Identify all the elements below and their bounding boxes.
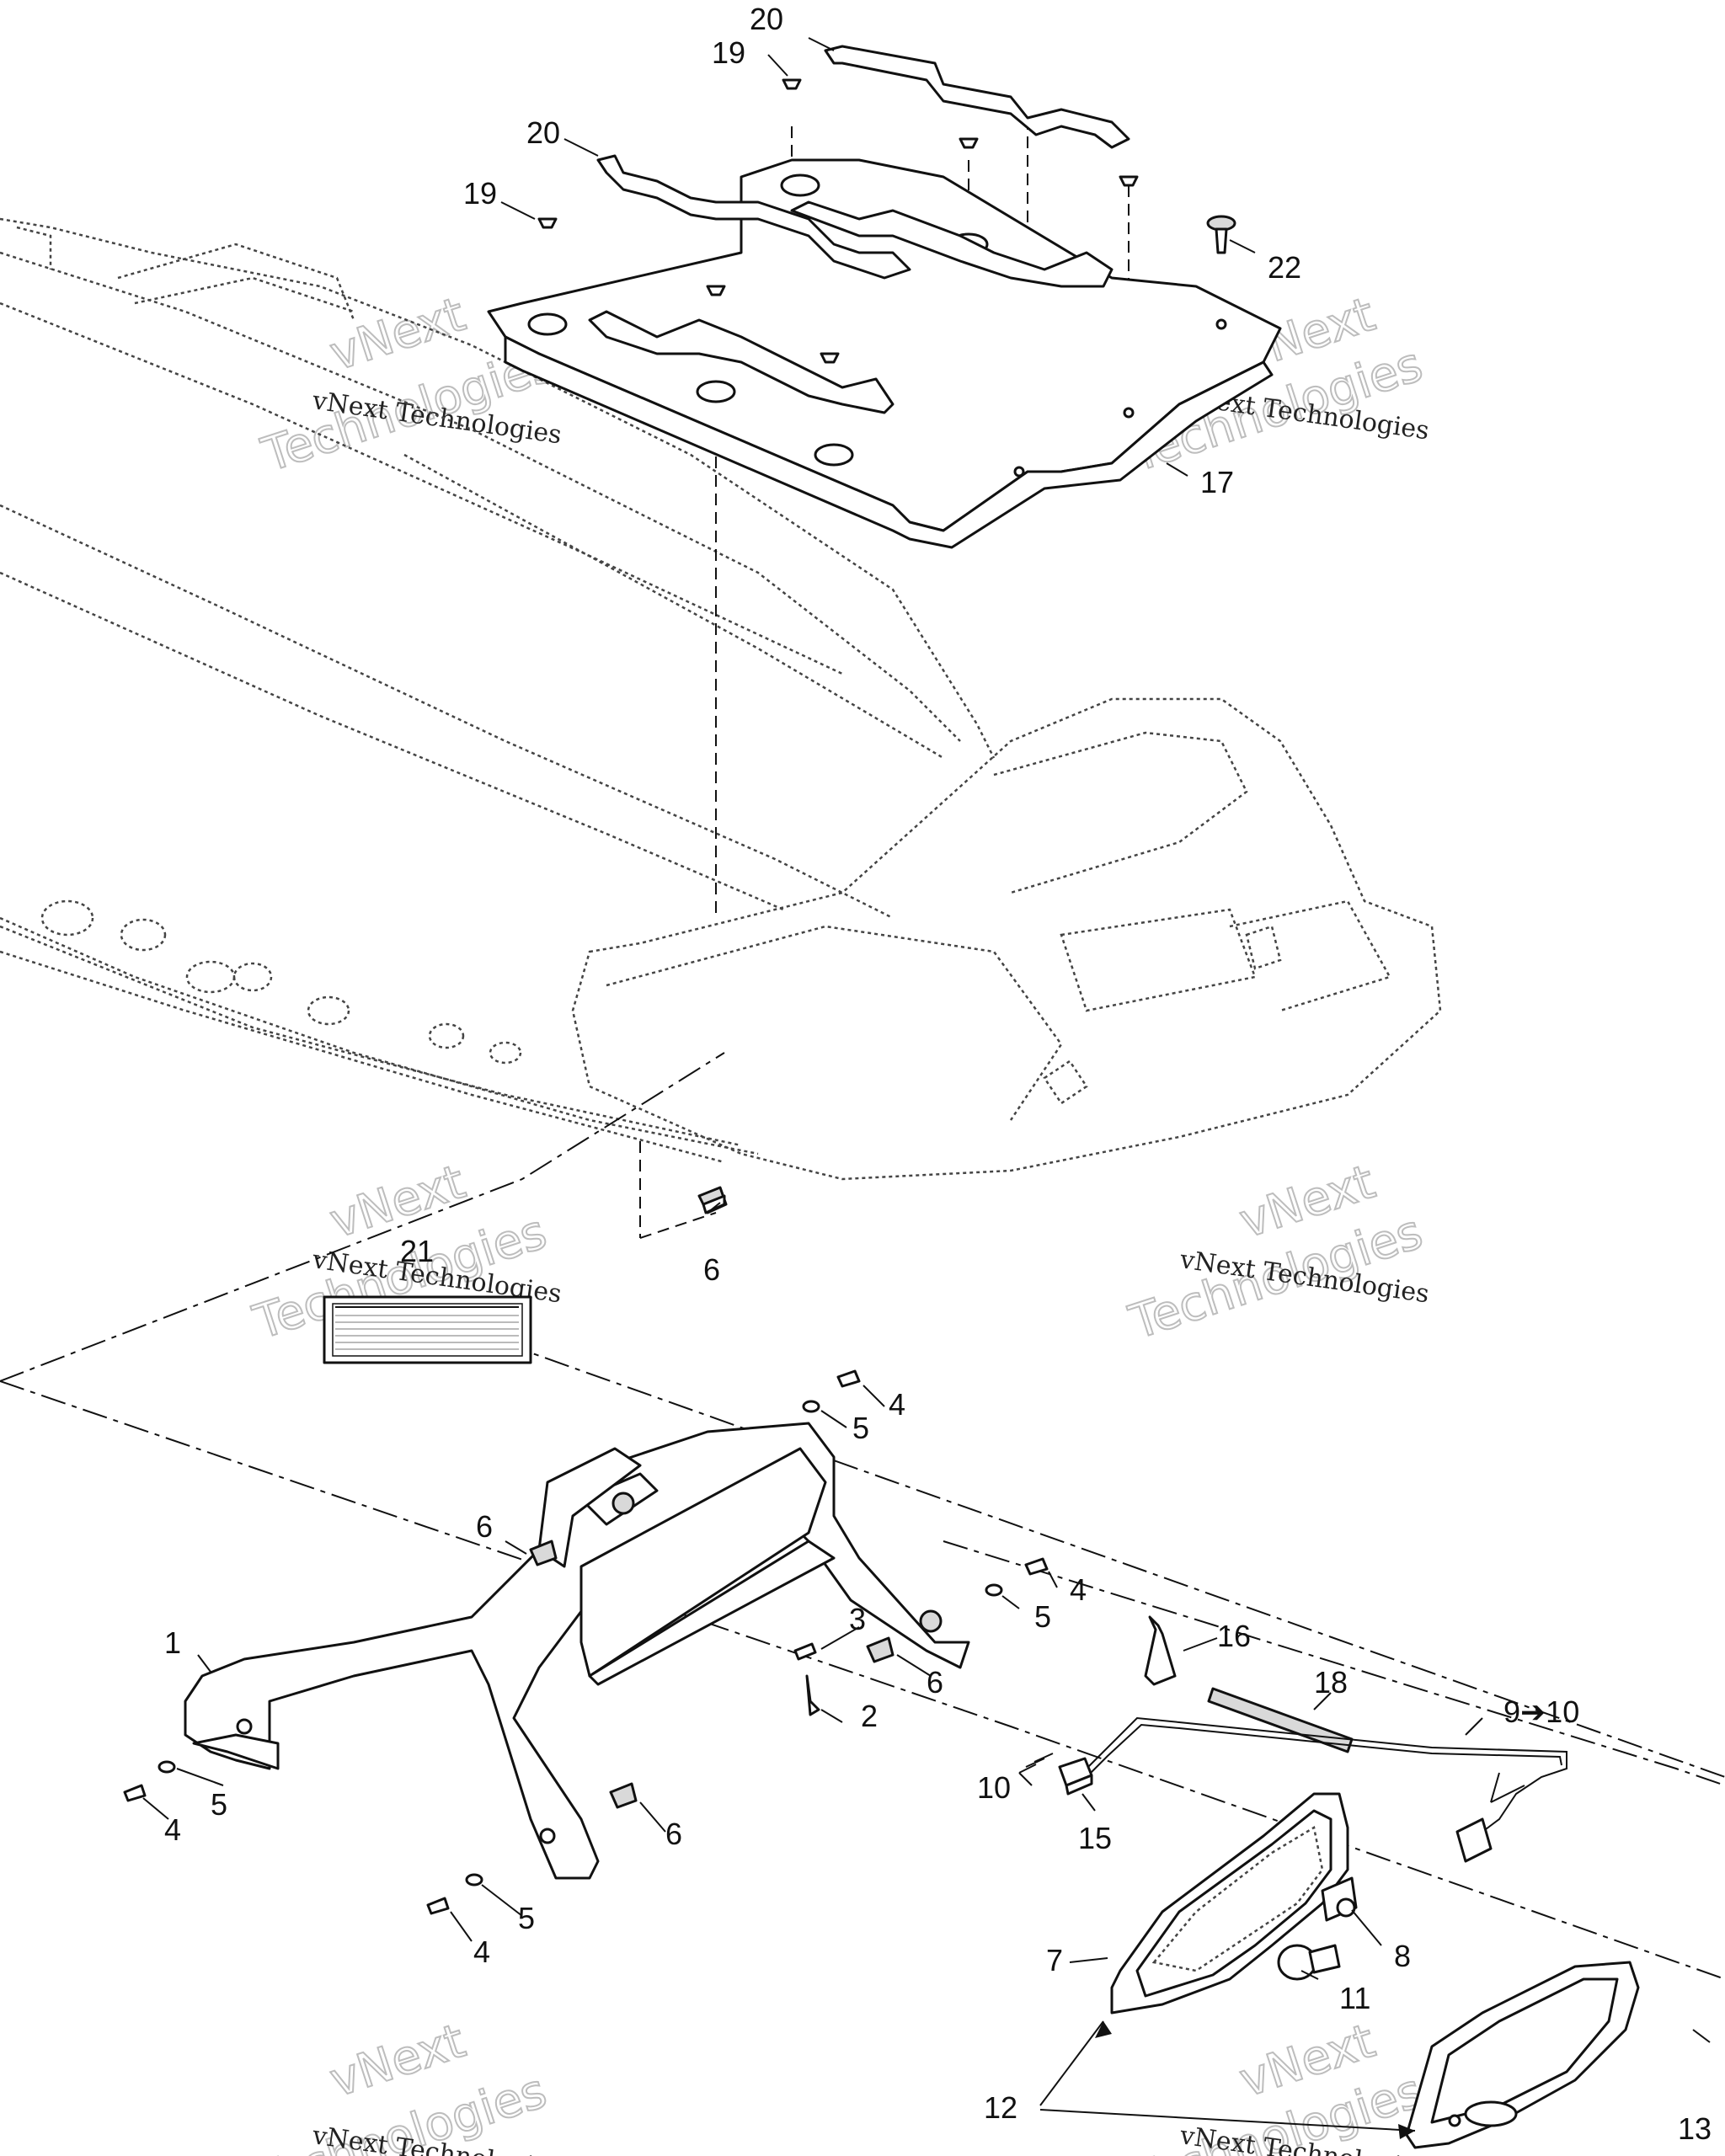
taillight-assembly	[1018, 1615, 1640, 2149]
callout-20-top: 20	[750, 2, 783, 36]
callout-7: 7	[1046, 1943, 1063, 1977]
callout-3: 3	[849, 1602, 866, 1636]
callout-8: 8	[1394, 1939, 1411, 1973]
rivet-6-upper	[697, 1186, 728, 1214]
screws-19	[537, 78, 1139, 364]
callout-17: 17	[1200, 465, 1234, 499]
callout-13: 13	[1678, 2111, 1712, 2146]
callout-6-right: 6	[927, 1665, 943, 1700]
callout-6-left: 6	[476, 1509, 493, 1544]
callout-22: 22	[1268, 250, 1301, 285]
callout-4-top: 4	[889, 1387, 905, 1422]
rear-bumper-handle	[184, 1422, 970, 1880]
screw-22	[1206, 215, 1236, 254]
callout-4-lower: 4	[473, 1935, 490, 1969]
callout-18: 18	[1314, 1665, 1348, 1700]
luggage-rack-plate	[487, 158, 1282, 549]
callout-4-left: 4	[164, 1812, 181, 1847]
callout-20-mid: 20	[526, 115, 560, 150]
callout-10: 10	[977, 1770, 1011, 1805]
callout-19-top: 19	[712, 35, 745, 70]
callout-15: 15	[1078, 1821, 1112, 1855]
callout-9-to-10: 9➔10	[1503, 1694, 1579, 1729]
callout-4-right: 4	[1070, 1572, 1087, 1607]
callout-11: 11	[1339, 1981, 1370, 2015]
small-hardware	[123, 1369, 1049, 1915]
callout-5-left: 5	[211, 1787, 227, 1822]
callout-21: 21	[400, 1234, 434, 1268]
callout-1: 1	[164, 1625, 181, 1660]
callout-5-top: 5	[852, 1411, 869, 1445]
callout-6-lower: 6	[665, 1817, 682, 1851]
callout-12: 12	[984, 2090, 1017, 2125]
callout-5-right: 5	[1034, 1599, 1051, 1634]
callout-19-mid: 19	[463, 176, 497, 211]
callout-5-lower: 5	[518, 1901, 535, 1935]
callout-16: 16	[1217, 1619, 1251, 1653]
callout-6-upper: 6	[703, 1252, 720, 1287]
callout-labels: 20 19 20 19 22 17 6 21 4 5 6 4 5 3 6 16 …	[164, 2, 1712, 2146]
warning-decal	[323, 1295, 532, 1364]
leader-lines	[142, 37, 1711, 2139]
tunnel-chassis-ghost	[0, 217, 1442, 1181]
callout-2: 2	[861, 1699, 878, 1733]
rack-rails	[596, 45, 1130, 280]
